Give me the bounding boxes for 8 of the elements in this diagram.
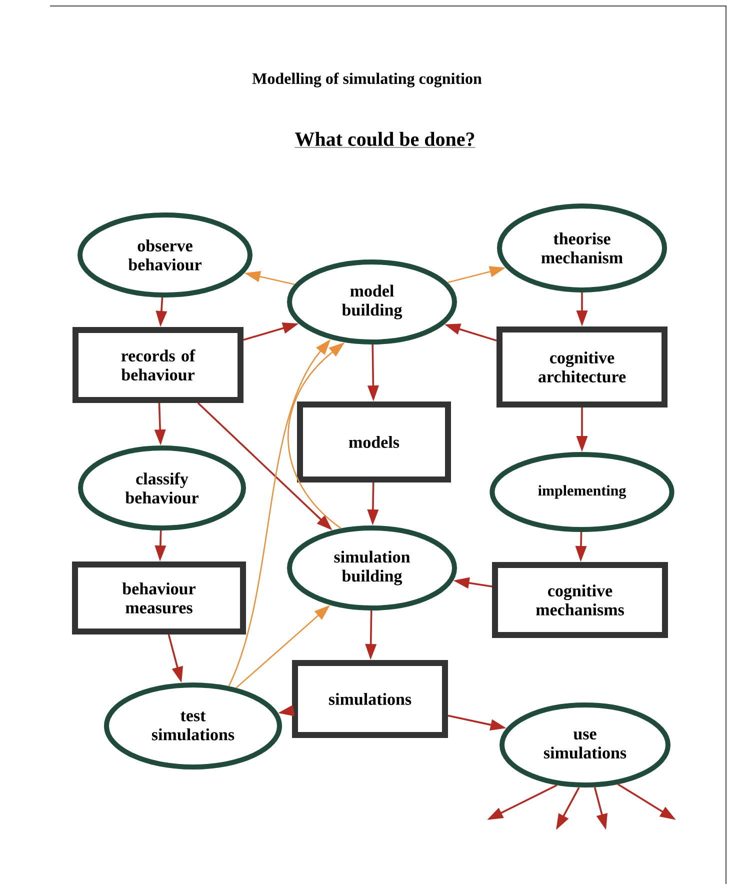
process-box: cognitive architecture (496, 326, 668, 408)
process-box: behaviour measures (72, 562, 246, 634)
process-box: models (297, 402, 451, 482)
subtitle: What could be done? (294, 132, 476, 148)
process-box: simulations (292, 660, 448, 738)
title: Modelling of simulating cognition (252, 72, 482, 88)
process-box: cognitive mechanisms (492, 562, 668, 638)
process-box: records of behaviour (72, 327, 244, 403)
